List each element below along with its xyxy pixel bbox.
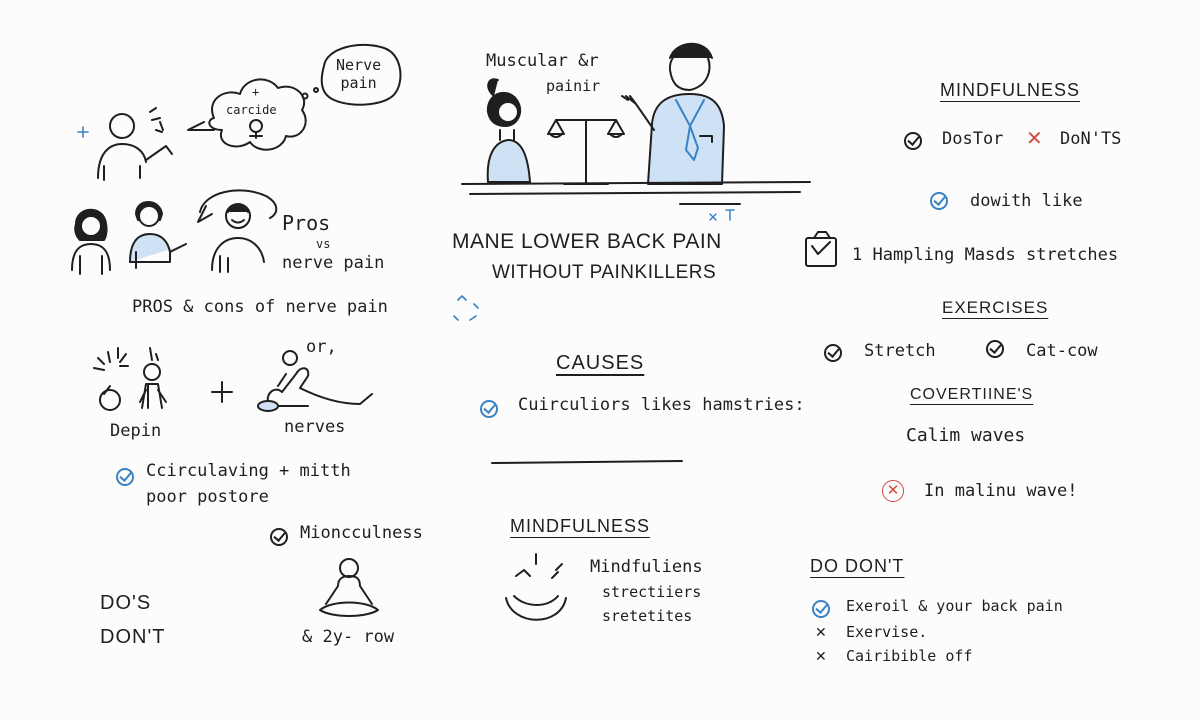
x-mark-icon: ✕: [1026, 126, 1043, 150]
causes-item: Cuirculiors likes hamstries:: [518, 395, 805, 415]
circulation-line-2: poor postore: [146, 487, 269, 507]
mindful-line-3: sretetites: [602, 607, 693, 625]
malina-label: In malinu wave!: [924, 481, 1078, 501]
pros-subtitle: nerve pain: [282, 253, 385, 273]
check-icon: [270, 528, 288, 546]
check-icon: [480, 400, 498, 418]
mindful-label: Mioncculness: [300, 523, 423, 543]
main-title-line-2: WITHOUT PAINKILLERS: [492, 262, 717, 283]
pros-vs: vs: [316, 237, 331, 251]
stretching-scene-drawing: [93, 347, 373, 412]
mindfulness-right-heading: MINDFULNESS: [940, 80, 1081, 100]
check-icon: [116, 468, 134, 486]
three-people-drawing: [71, 189, 278, 275]
pose-caption: & 2y- row: [302, 627, 395, 647]
mindfulness-center-heading: MINDFULNESS: [510, 516, 651, 536]
x-mark-icon: ✕: [815, 625, 827, 641]
check-icon: [824, 344, 842, 362]
speech-bubble-nerve: [320, 43, 402, 106]
doctor-label-line-1: Muscular &r: [486, 51, 599, 71]
thinking-person-drawing: [77, 107, 173, 181]
donts-heading: DON'T: [100, 626, 166, 648]
depin-label: Depin: [110, 421, 162, 441]
doctor-patient-scene: [461, 42, 811, 221]
exercises-heading: EXERCISES: [942, 298, 1049, 317]
thought-bubble-plus: +: [252, 85, 260, 99]
check-icon: [812, 600, 830, 618]
meditation-figure-drawing: [319, 558, 379, 617]
covertines-heading: COVERTIINE'S: [910, 386, 1034, 403]
divider-line: [491, 460, 683, 464]
calm-label: Calim waves: [906, 425, 1026, 446]
pros-cons-heading: PROS & cons of nerve pain: [132, 297, 388, 317]
do-dont-item-3: Cairibible off: [846, 647, 973, 665]
hampling-label: 1 Hampling Masds stretches: [852, 245, 1119, 265]
mindful-line-2: strectiiers: [602, 583, 702, 601]
do-dont-item-1: Exeroil & your back pain: [846, 597, 1063, 615]
check-icon: [930, 192, 948, 210]
nerves-label: nerves: [284, 417, 346, 437]
pros-title: Pros: [282, 211, 331, 235]
donts-label: DoN'TS: [1060, 129, 1122, 149]
clipboard-icon-drawing: [805, 231, 837, 267]
dos-label: DosTor: [942, 129, 1004, 149]
dowith-label: dowith like: [970, 191, 1083, 211]
doctor-label-line-2: painir: [546, 77, 601, 95]
check-icon: [904, 132, 922, 150]
circulation-line-1: Ccirculaving + mitth: [146, 461, 351, 481]
thought-bubble-text: carcide: [226, 103, 277, 117]
dos-heading: DO'S: [100, 592, 152, 614]
thought-bubble: [187, 78, 319, 151]
do-dont-item-2: Exervise.: [846, 623, 928, 641]
catcow-label: Cat-cow: [1026, 341, 1098, 361]
main-title-line-1: MANE LOWER BACK PAIN: [452, 230, 722, 253]
sparkle-doodle: [453, 295, 479, 321]
nerve-bubble-text: Nerve pain: [336, 56, 382, 92]
or-label: or,: [306, 337, 337, 357]
x-circle-icon: ✕: [882, 480, 904, 502]
check-icon: [986, 340, 1004, 358]
mindful-line-1: Mindfuliens: [590, 557, 703, 577]
stretch-label: Stretch: [864, 341, 936, 361]
x-mark-icon: ✕: [815, 649, 827, 665]
smiley-doodle: [505, 553, 567, 621]
causes-heading: CAUSES: [556, 352, 645, 374]
do-dont-heading: DO DON'T: [810, 556, 905, 576]
